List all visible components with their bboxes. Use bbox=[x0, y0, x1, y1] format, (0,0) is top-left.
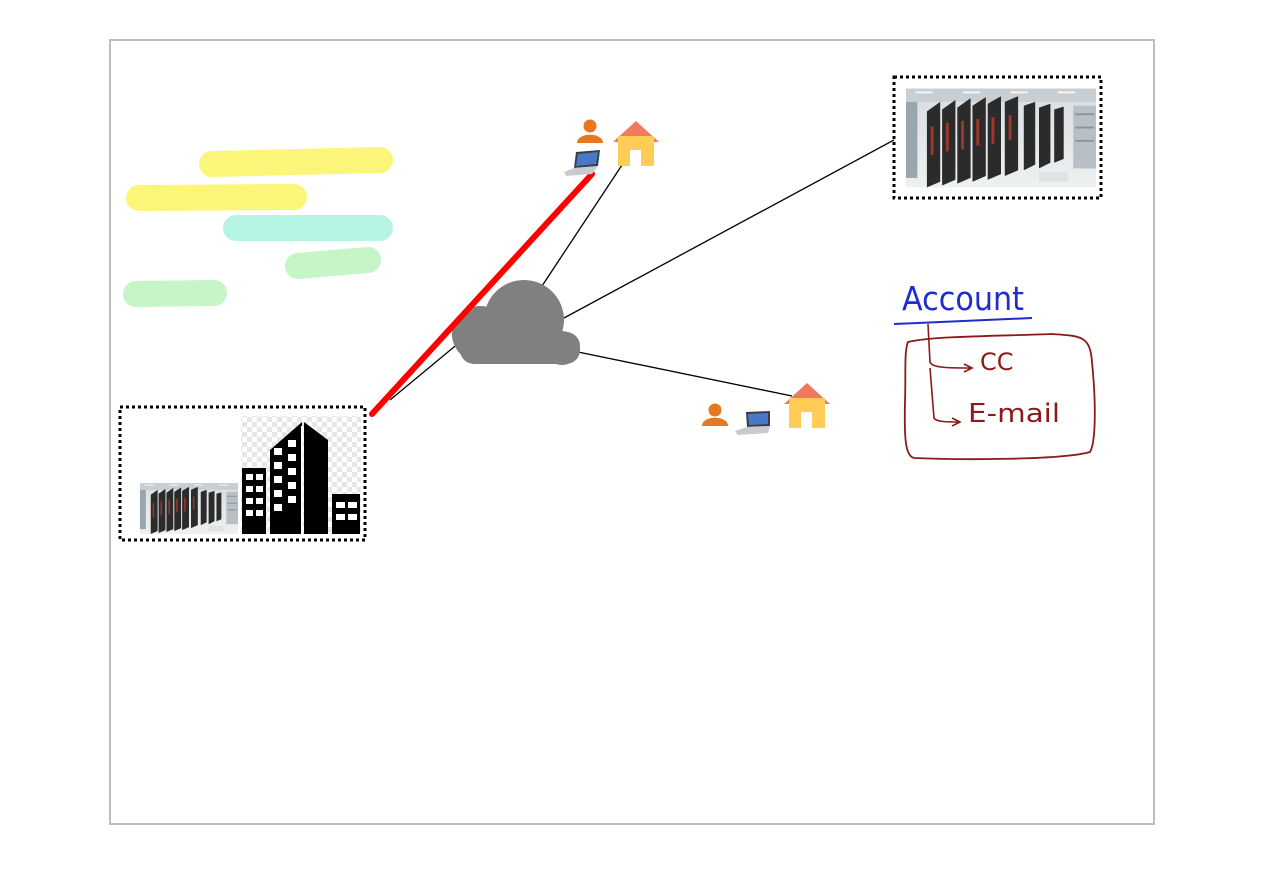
person-icon bbox=[702, 403, 728, 426]
highlight-yellow-1 bbox=[199, 147, 393, 177]
network-links bbox=[389, 139, 895, 401]
person-icon bbox=[577, 119, 603, 143]
office-box bbox=[118, 405, 367, 542]
arrow-icon bbox=[929, 367, 962, 427]
remote-user-2 bbox=[702, 383, 830, 435]
notes-outline bbox=[903, 333, 1096, 461]
server-rack-photo bbox=[139, 483, 239, 534]
laptop-icon bbox=[564, 150, 600, 176]
house-icon bbox=[613, 121, 659, 166]
link-cloud-datacenter bbox=[563, 139, 895, 319]
slide-canvas: Account CC E-mail bbox=[109, 39, 1155, 825]
highlighter-strokes bbox=[123, 147, 393, 307]
highlight-yellow-2 bbox=[126, 184, 307, 211]
handwritten-notes: Account CC E-mail bbox=[893, 279, 1096, 461]
datacenter-box bbox=[892, 75, 1103, 200]
link-office-cloud bbox=[389, 341, 461, 401]
arrow-icon bbox=[927, 323, 974, 373]
highlight-green-1 bbox=[285, 247, 381, 279]
link-cloud-home-2 bbox=[577, 351, 793, 397]
highlight-green-2 bbox=[123, 280, 227, 307]
notes-underline bbox=[893, 317, 1033, 325]
house-icon bbox=[784, 383, 830, 428]
cloud-icon bbox=[452, 280, 580, 365]
highlighted-link bbox=[369, 171, 595, 417]
building-icon bbox=[242, 422, 360, 534]
notes-item-email: E-mail bbox=[968, 399, 1060, 429]
notes-item-cc: CC bbox=[980, 348, 1014, 376]
laptop-icon bbox=[735, 411, 770, 435]
notes-title: Account bbox=[902, 279, 1024, 318]
diagram: Account CC E-mail bbox=[118, 75, 1103, 542]
link-cloud-home-1 bbox=[541, 161, 625, 287]
remote-user-1 bbox=[564, 119, 659, 176]
server-rack-photo bbox=[906, 88, 1096, 188]
